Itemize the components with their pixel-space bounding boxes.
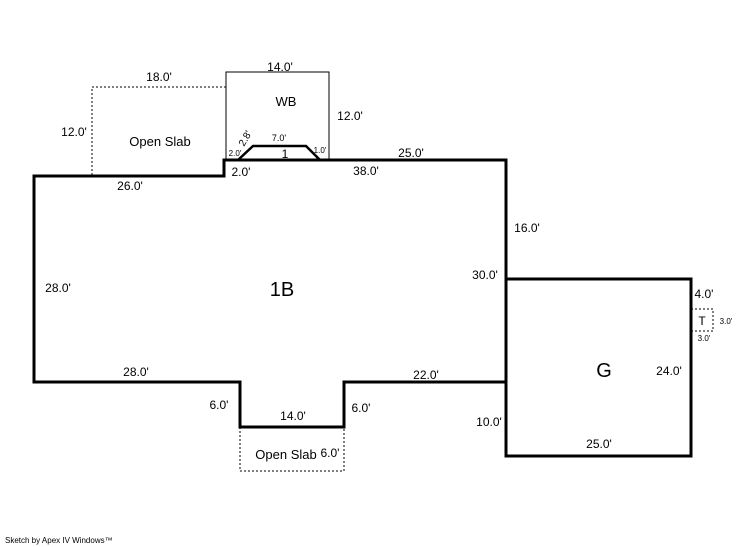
dim-garage-right-top: 4.0': [695, 287, 714, 301]
open-slab-top-outline: [91, 86, 226, 175]
dim-notch-bottom: 14.0': [280, 409, 306, 423]
dim-garage-right: 24.0': [656, 364, 682, 378]
dim-slab-top-width: 18.0': [146, 70, 172, 84]
dim-main-bottom-right: 22.0': [413, 368, 439, 382]
dim-main-right: 30.0': [472, 268, 498, 282]
dim-slab-bottom-side: 6.0': [321, 446, 340, 460]
wb-inner-step: [237, 144, 321, 161]
room-label-garage: G: [596, 360, 612, 382]
dim-notch-right: 6.0': [352, 401, 371, 415]
room-label-t: T: [698, 314, 706, 328]
dim-wb-left-small: 2.0': [229, 149, 242, 158]
open-slab-bottom-outline: [239, 427, 345, 472]
dim-garage-bottom: 25.0': [586, 437, 612, 451]
dim-main-top-mid: 38.0': [353, 164, 379, 178]
dim-slab-top-height: 12.0': [61, 125, 87, 139]
t-box-outline: [690, 308, 714, 332]
dim-t-height: 3.0': [720, 317, 733, 326]
dim-wb-inner-width: 7.0': [272, 133, 287, 143]
room-label-open-slab-top: Open Slab: [129, 134, 190, 149]
dim-main-right-upper: 16.0': [514, 221, 540, 235]
dim-main-top-left: 26.0': [117, 179, 143, 193]
step-label: 1: [282, 147, 289, 161]
dim-notch-left: 6.0': [210, 398, 229, 412]
dim-wb-width: 14.0': [267, 60, 293, 74]
dim-t-width: 3.0': [698, 334, 711, 343]
dim-wb-right-small: 1.0': [314, 146, 327, 155]
room-label-open-slab-bottom: Open Slab: [255, 447, 316, 462]
dim-garage-left-lower: 10.0': [476, 415, 502, 429]
room-label-1b: 1B: [270, 279, 294, 301]
dim-main-top-right: 25.0': [398, 146, 424, 160]
dim-wb-height: 12.0': [337, 109, 363, 123]
wb-outline: [225, 71, 330, 160]
footer-credit: Sketch by Apex IV Windows™: [5, 536, 113, 545]
dim-step-left: 2.0': [232, 165, 251, 179]
room-label-wb: WB: [276, 94, 297, 109]
garage-outline: [504, 277, 693, 458]
dim-main-bottom-left: 28.0': [123, 365, 149, 379]
dim-main-left: 28.0': [45, 281, 71, 295]
main-house-outline: [32, 158, 508, 429]
